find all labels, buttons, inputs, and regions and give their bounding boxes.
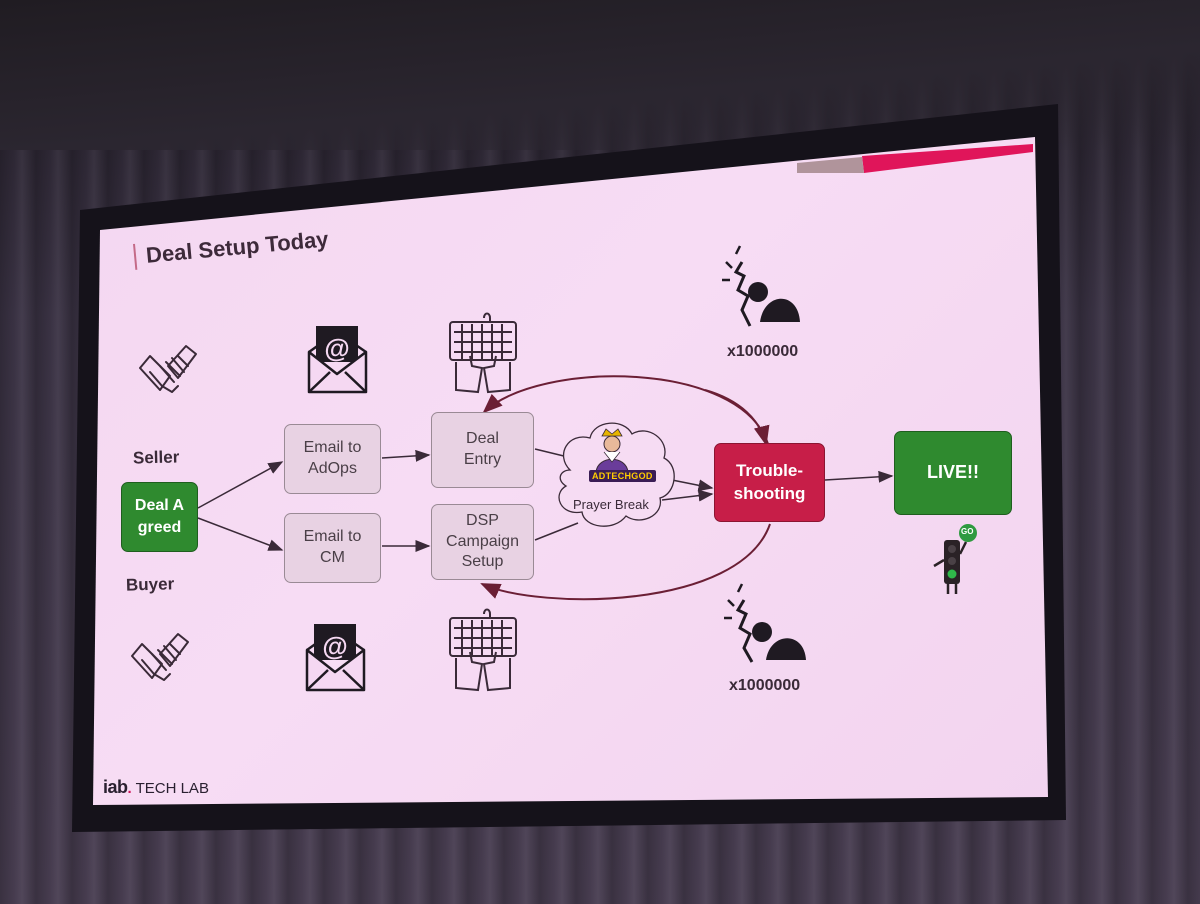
buyer-label: Buyer xyxy=(125,574,175,595)
go-sign-text: GO xyxy=(961,527,974,536)
troubleshooting-text: Trouble-shooting xyxy=(733,461,806,503)
handshake-icon-seller xyxy=(139,345,197,393)
head-bang-icon-bottom xyxy=(724,583,806,663)
arrow-adops-to-entry xyxy=(381,449,431,462)
arrow-deal-to-adops xyxy=(197,461,284,509)
adtechgod-figure-icon xyxy=(595,428,629,473)
email-cm-text: Email to CM xyxy=(303,528,362,566)
traffic-light-icon xyxy=(933,524,977,594)
loop-top-arrowhead-trouble xyxy=(704,389,770,446)
dsp-campaign-text: DSP Campaign Setup xyxy=(446,511,519,571)
live-text: LIVE!! xyxy=(927,462,979,483)
prayer-break-label: Prayer Break xyxy=(573,497,649,512)
adtechgod-logo: ADTECHGOD xyxy=(589,470,656,482)
loop-top-arrow xyxy=(482,375,769,445)
email-envelope-icon-top: @ xyxy=(307,326,368,394)
deal-agreed-box: Deal Agreed xyxy=(121,482,198,552)
footer-dot: . xyxy=(127,780,132,797)
loop-bottom-arrow xyxy=(480,523,771,601)
email-envelope-icon-bottom: @ xyxy=(305,624,366,692)
footer-brand: iab xyxy=(103,777,128,797)
email-cm-box: Email to CM xyxy=(284,513,381,583)
live-box: LIVE!! xyxy=(894,431,1012,515)
line-dsp-to-cloud xyxy=(534,522,579,541)
count-top: x1000000 xyxy=(727,343,799,360)
handshake-icon-buyer xyxy=(131,633,189,681)
arrow-cloud-to-trouble-2 xyxy=(661,489,714,502)
arrow-deal-to-cm xyxy=(197,517,284,551)
footer-tech-lab: TECH LAB xyxy=(135,780,209,797)
head-bang-icon-top xyxy=(722,245,800,327)
email-adops-text: Email to AdOps xyxy=(303,439,362,477)
email-adops-box: Email to AdOps xyxy=(284,424,381,494)
footer-logo: iab. TECH LAB xyxy=(103,777,209,798)
keyboard-hands-icon-bottom xyxy=(449,608,517,692)
keyboard-hands-icon-top xyxy=(449,312,517,394)
deal-entry-box: Deal Entry xyxy=(431,412,534,488)
deal-entry-text: Deal Entry xyxy=(463,430,502,468)
count-bottom: x1000000 xyxy=(729,677,801,694)
arrow-trouble-to-live xyxy=(824,470,894,483)
dsp-campaign-box: DSP Campaign Setup xyxy=(431,504,534,580)
deal-agreed-text: Deal Agreed xyxy=(134,497,185,536)
seller-label: Seller xyxy=(132,447,180,468)
troubleshooting-box: Trouble-shooting xyxy=(714,443,825,522)
